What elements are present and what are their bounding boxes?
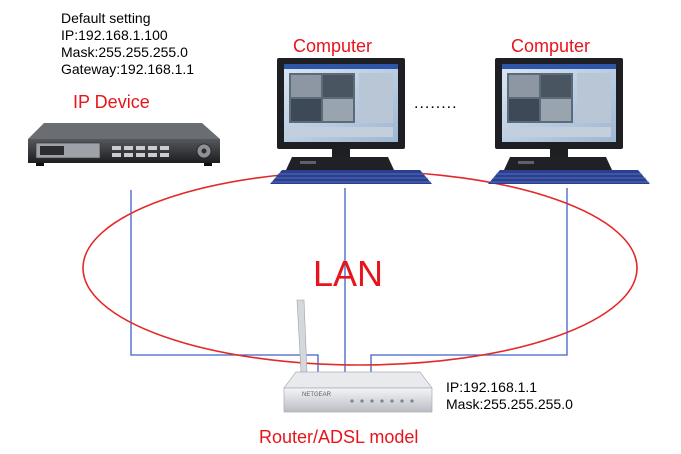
router-icon: NETGEAR xyxy=(283,299,433,413)
computer-label: Computer xyxy=(293,36,373,56)
device-setting-line: Default setting xyxy=(61,10,151,26)
cable-device xyxy=(130,190,319,372)
device-setting-line: Mask:255.255.255.0 xyxy=(61,44,188,60)
device-setting-line: Gateway:192.168.1.1 xyxy=(61,61,195,77)
router-setting-line: IP:192.168.1.1 xyxy=(446,379,538,395)
cable-computer-2 xyxy=(370,188,568,372)
more-computers-ellipsis: ........ xyxy=(414,95,458,112)
computer-label: Computer xyxy=(511,36,591,56)
antenna-icon xyxy=(296,299,308,373)
keyboard-icon xyxy=(270,170,432,184)
ip-device-label: IP Device xyxy=(73,92,150,112)
desktop-computer-icon xyxy=(277,58,405,170)
dvr-device-icon xyxy=(28,123,220,166)
router-setting-line: Mask:255.255.255.0 xyxy=(446,396,573,412)
router-label: Router/ADSL model xyxy=(259,427,419,447)
device-setting-line: IP:192.168.1.100 xyxy=(61,27,168,43)
lan-label: LAN xyxy=(313,253,384,294)
keyboard-icon xyxy=(488,170,650,184)
desktop-computer-icon xyxy=(495,58,623,170)
router-brand: NETGEAR xyxy=(302,392,332,398)
